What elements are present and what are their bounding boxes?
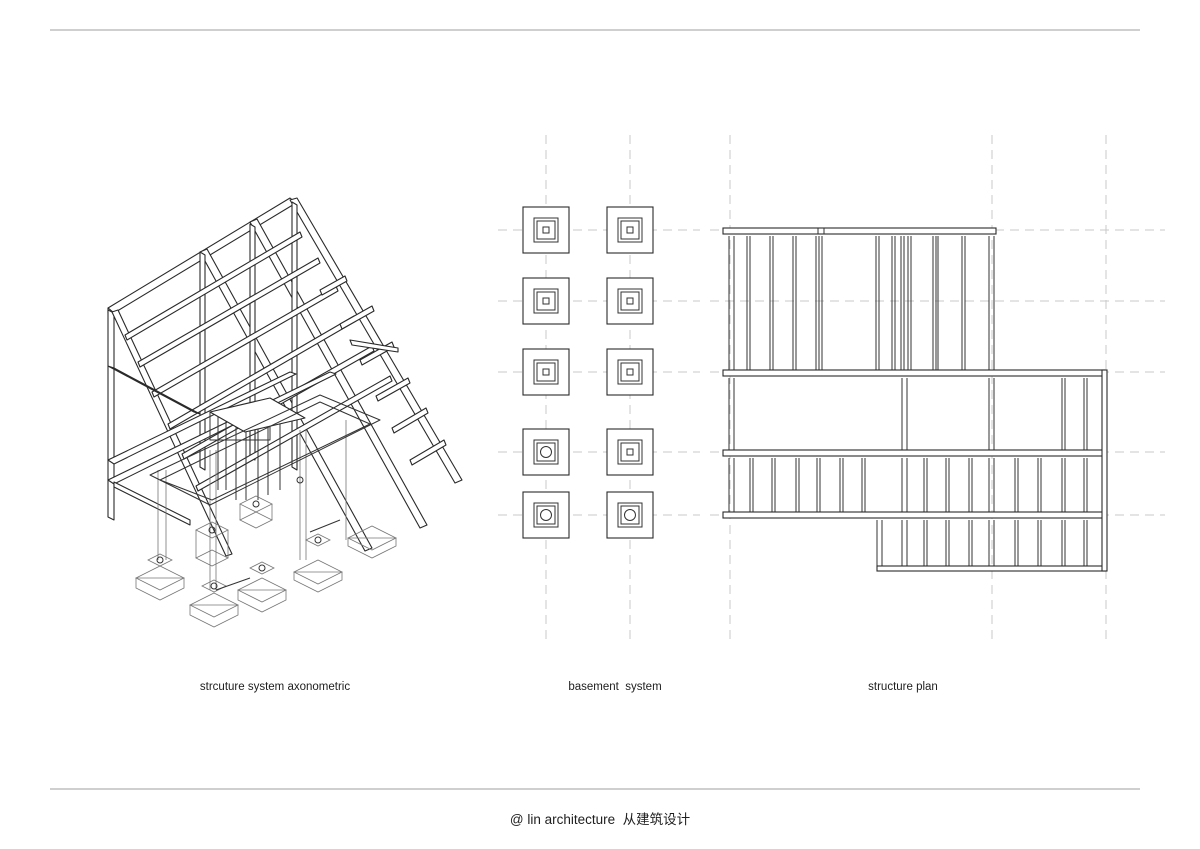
footing [606, 348, 654, 396]
top-divider [50, 29, 1140, 31]
basement-footings [522, 206, 654, 539]
footing [522, 277, 570, 325]
plan-structure [722, 227, 1108, 572]
footing [606, 277, 654, 325]
footing [522, 348, 570, 396]
axonometric-footings [135, 476, 397, 628]
caption-axonometric: strcuture system axonometric [199, 681, 351, 693]
footing [606, 491, 654, 539]
footing [606, 428, 654, 476]
caption-basement: basement system [568, 681, 662, 693]
footing [522, 428, 570, 476]
footing [606, 206, 654, 254]
footing [522, 206, 570, 254]
bottom-divider [50, 788, 1140, 790]
caption-plan: structure plan [868, 681, 938, 693]
footer-credit: @ lin architecture 从建筑设计 [509, 812, 691, 827]
axonometric-frame [107, 197, 463, 590]
footing [522, 491, 570, 539]
